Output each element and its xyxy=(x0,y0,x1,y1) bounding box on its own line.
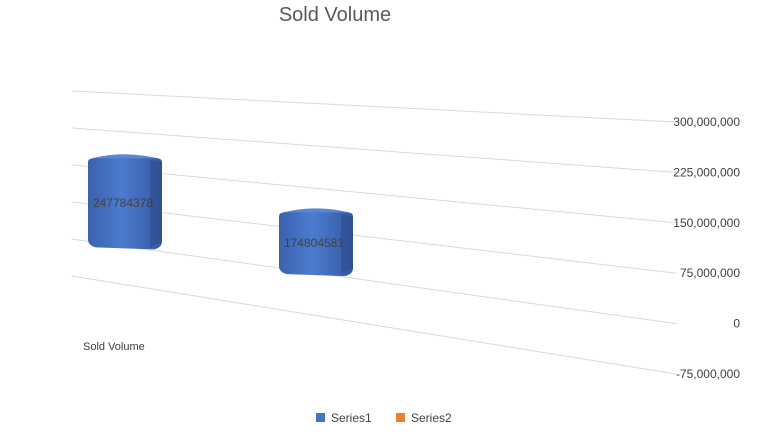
legend-swatch-series2 xyxy=(396,413,405,422)
gridline xyxy=(71,127,677,173)
y-tick-label: 150,000,000 xyxy=(673,216,740,230)
gridline xyxy=(71,201,677,274)
y-tick-label: 0 xyxy=(733,317,740,331)
bar-side xyxy=(150,160,162,248)
gridline xyxy=(71,90,677,123)
category-label: Sold Volume xyxy=(83,341,145,353)
gridline xyxy=(71,275,677,375)
bars: 247784378 174804581 xyxy=(88,154,353,277)
bar-series1: 247784378 xyxy=(88,154,162,250)
y-tick-label: -75,000,000 xyxy=(676,367,740,381)
bar-body xyxy=(279,212,353,277)
legend: Series1 Series2 xyxy=(316,411,452,425)
chart-title: Sold Volume xyxy=(279,4,391,26)
data-label: 174804581 xyxy=(284,236,344,250)
gridline xyxy=(71,238,677,325)
legend-swatch-series1 xyxy=(316,413,325,422)
gridline xyxy=(71,164,677,224)
bar-side xyxy=(341,214,353,275)
legend-label-series2: Series2 xyxy=(411,411,452,425)
y-tick-label: 75,000,000 xyxy=(680,266,740,280)
bar-body xyxy=(88,158,162,250)
y-axis: -75,000,000 0 75,000,000 150,000,000 225,000… xyxy=(673,115,740,381)
bar-series2: 174804581 xyxy=(279,208,353,277)
data-label: 247784378 xyxy=(93,196,153,210)
y-tick-label: 300,000,000 xyxy=(673,115,740,129)
y-tick-label: 225,000,000 xyxy=(673,165,740,179)
gridlines xyxy=(71,90,677,375)
legend-label-series1: Series1 xyxy=(331,411,372,425)
